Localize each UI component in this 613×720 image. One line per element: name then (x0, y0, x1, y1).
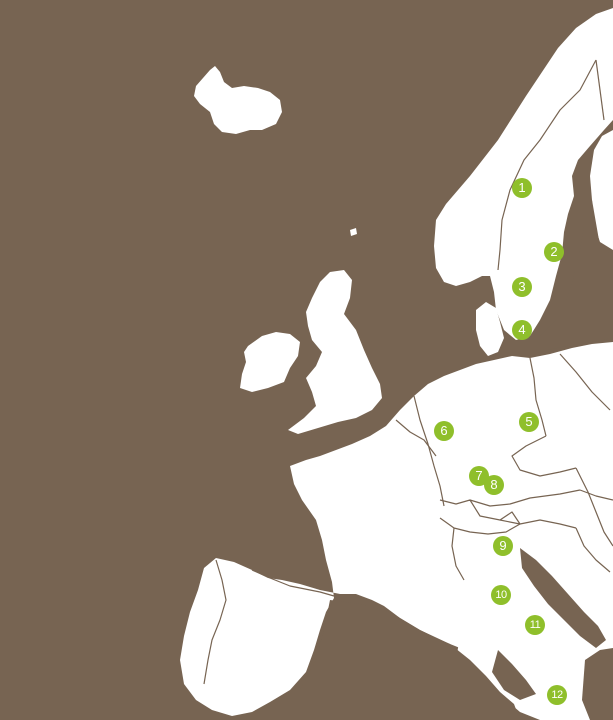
marker-11[interactable]: 11 (525, 615, 545, 635)
marker-3[interactable]: 3 (512, 277, 532, 297)
adriatic-sea (520, 548, 606, 648)
border-switzerland (439, 499, 521, 535)
border-sweden-finland (595, 59, 605, 121)
border-poland-east (559, 353, 611, 411)
border-germany-poland (529, 357, 547, 437)
border-france-germany (413, 395, 445, 507)
iceland (194, 66, 282, 134)
border-hungary (579, 489, 613, 501)
corsica (460, 594, 474, 624)
denmark (476, 302, 504, 356)
border-benelux (395, 419, 437, 457)
border-italy-austria (499, 519, 577, 529)
baltic-sea (540, 200, 613, 350)
ionian-sea (582, 648, 613, 720)
marker-4[interactable]: 4 (512, 320, 532, 340)
border-germany-czech (511, 435, 577, 477)
great-britain (288, 270, 382, 434)
border-balkans-2 (575, 527, 611, 573)
border-balkans (575, 467, 613, 547)
marker-5[interactable]: 5 (519, 412, 539, 432)
ireland (240, 332, 300, 392)
marker-10[interactable]: 10 (491, 585, 511, 605)
marker-6[interactable]: 6 (434, 421, 454, 441)
scandinavia (434, 8, 613, 340)
tyrrhenian-gap (492, 650, 536, 700)
continental-europe (180, 342, 613, 720)
mediterranean-sea (300, 600, 520, 720)
border-france-spain (251, 569, 335, 597)
marker-9[interactable]: 9 (493, 536, 513, 556)
marker-1[interactable]: 1 (512, 178, 532, 198)
border-spain-portugal (203, 559, 227, 685)
marker-12[interactable]: 12 (547, 685, 567, 705)
border-germany-austria (469, 489, 581, 507)
finland (590, 130, 613, 250)
border-italy-france (451, 527, 465, 581)
marker-2[interactable]: 2 (544, 242, 564, 262)
border-norway-sweden (497, 59, 597, 271)
marker-8[interactable]: 8 (484, 475, 504, 495)
